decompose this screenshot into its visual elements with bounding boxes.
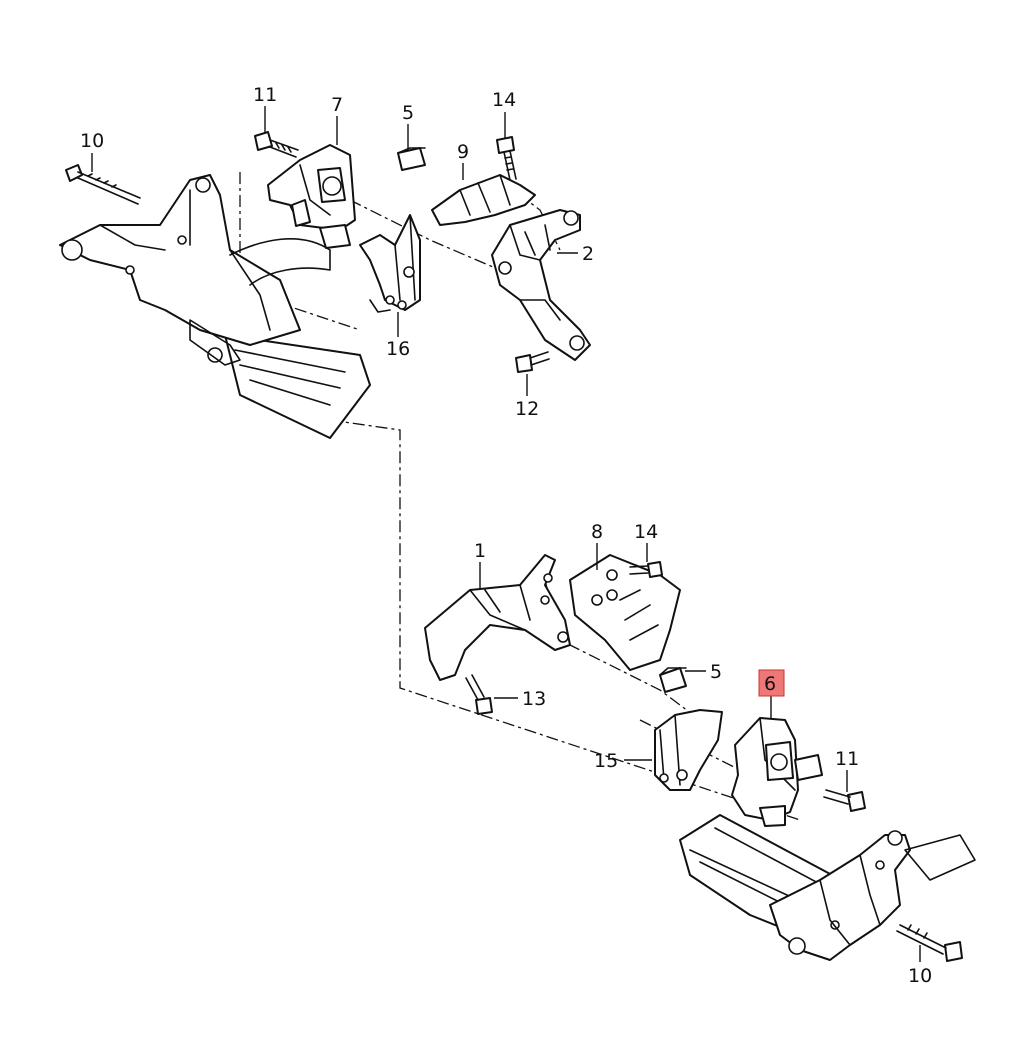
callout-8[interactable]: 8	[591, 521, 603, 543]
heat-shield-9	[431, 174, 536, 226]
callout-7[interactable]: 7	[331, 94, 343, 116]
carrier-bracket-1	[424, 554, 571, 681]
callout-2[interactable]: 2	[582, 243, 594, 265]
bolt-10-lower	[896, 924, 963, 962]
bracket-15	[654, 709, 723, 791]
callout-10-lower[interactable]: 10	[908, 965, 932, 987]
engine-mount-7	[267, 144, 356, 249]
callout-14-upper[interactable]: 14	[492, 89, 516, 111]
bolt-12	[515, 351, 550, 373]
bolt-14-upper	[496, 136, 517, 181]
clip-5-upper	[397, 147, 426, 171]
callout-12[interactable]: 12	[515, 398, 539, 420]
callout-16[interactable]: 16	[386, 338, 410, 360]
callout-10-upper[interactable]: 10	[80, 130, 104, 152]
gearbox-bracket-2	[491, 209, 591, 361]
clip-5-lower	[659, 667, 687, 693]
callout-1[interactable]: 1	[474, 540, 486, 562]
callout-6-highlighted[interactable]: 6	[758, 669, 785, 697]
subframe-upper	[59, 174, 371, 439]
leader-lines	[91, 106, 921, 962]
callout-11-lower[interactable]: 11	[835, 748, 859, 770]
bolt-13	[465, 674, 493, 715]
highlight-box	[758, 669, 785, 697]
callout-labels: 10 11 7 5 9 14 2 16 12 1 8 14 5 13 6 15 …	[80, 84, 932, 987]
bracket-16	[359, 214, 421, 313]
callout-15[interactable]: 15	[594, 750, 618, 772]
callout-9[interactable]: 9	[457, 141, 469, 163]
callout-14-lower[interactable]: 14	[634, 521, 658, 543]
bolt-14-lower	[629, 561, 663, 578]
bolt-10-upper	[65, 164, 141, 205]
engine-mount-6	[731, 717, 823, 827]
bolt-11-lower	[823, 789, 866, 812]
bolt-11-upper	[254, 131, 299, 158]
callout-5-upper[interactable]: 5	[402, 102, 414, 124]
callout-13[interactable]: 13	[522, 688, 546, 710]
subframe-lower	[679, 814, 976, 961]
heat-shield-8	[569, 554, 681, 671]
callout-6[interactable]: 6	[764, 673, 776, 695]
callout-5-lower[interactable]: 5	[710, 661, 722, 683]
callout-11-upper[interactable]: 11	[253, 84, 277, 106]
